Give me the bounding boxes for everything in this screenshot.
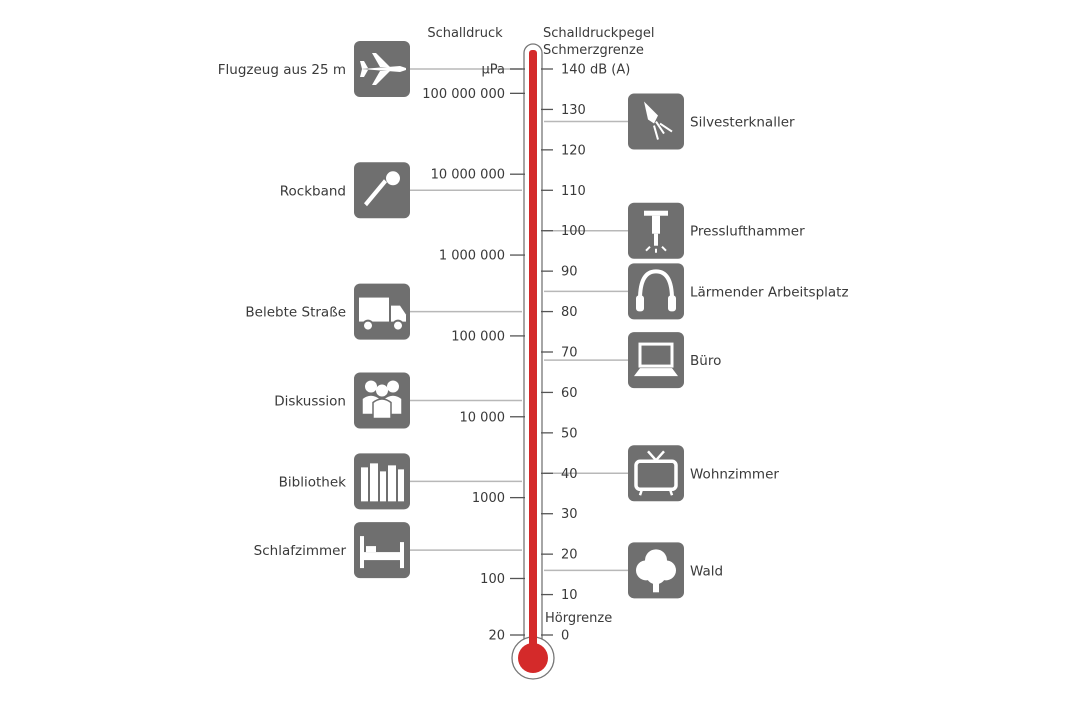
right-tick-label: 20	[561, 548, 578, 563]
right-tick-label: 10	[561, 588, 578, 603]
thermometer-mercury	[529, 50, 537, 650]
right-source-label: Presslufthammer	[690, 224, 805, 240]
bed-icon	[354, 522, 410, 579]
right-tick-label: 80	[561, 305, 578, 320]
right-source-label: Wohnzimmer	[690, 466, 779, 482]
left-source-label: Schlafzimmer	[254, 543, 347, 559]
right-source-label: Wald	[690, 563, 723, 579]
left-scale-header: Schalldruck	[427, 26, 503, 41]
right-scale: 140 dB (A)130120110100908070605040302010…	[541, 63, 630, 644]
left-source-label: Flugzeug aus 25 m	[218, 62, 346, 78]
right-tick-label: 100	[561, 224, 586, 239]
right-tick-label: 50	[561, 426, 578, 441]
left-source-label: Diskussion	[274, 394, 346, 410]
left-tick-label: 100 000	[451, 329, 505, 344]
thermometer-bulb	[518, 643, 548, 673]
headphones-icon	[628, 263, 684, 320]
left-source-label: Belebte Straße	[245, 305, 346, 321]
right-tick-label: 90	[561, 265, 578, 280]
left-tick-label: 1000	[472, 491, 505, 506]
left-tick-label: 100 000 000	[422, 87, 505, 102]
left-tick-label: 10 000 000	[431, 168, 505, 183]
people-icon	[354, 372, 410, 429]
microphone-icon	[354, 162, 410, 219]
right-tick-label: 60	[561, 386, 578, 401]
left-tick-label: 10 000	[460, 410, 506, 425]
right-tick-label: 140 dB (A)	[561, 63, 630, 78]
left-tick-label: 100	[480, 572, 505, 587]
right-scale-header: Schalldruckpegel	[543, 26, 654, 41]
hearing-threshold-label: Hörgrenze	[545, 611, 612, 626]
books-icon	[354, 453, 410, 510]
right-tick-label: 120	[561, 143, 586, 158]
left-source-label: Rockband	[280, 183, 346, 199]
tree-icon	[628, 542, 684, 599]
airplane-icon	[354, 41, 410, 97]
jackhammer-icon	[628, 202, 684, 259]
right-source-label: Büro	[690, 353, 721, 369]
right-tick-label: 110	[561, 184, 586, 199]
firework-icon	[628, 93, 684, 150]
right-tick-label: 0	[561, 629, 569, 644]
right-tick-label: 70	[561, 346, 578, 361]
tv-icon	[628, 445, 684, 502]
pain-threshold-label: Schmerzgrenze	[543, 43, 644, 58]
right-tick-label: 30	[561, 507, 578, 522]
right-source-label: Lärmender Arbeitsplatz	[690, 284, 849, 300]
left-tick-label: 20	[488, 629, 505, 644]
right-tick-label: 40	[561, 467, 578, 482]
left-scale: µPa 100 000 000 10 000 000 1 000 000 100 000…	[422, 63, 525, 644]
right-source-label: Silvesterknaller	[690, 115, 795, 131]
laptop-icon	[628, 332, 684, 389]
truck-icon	[354, 283, 410, 340]
left-tick-label: µPa	[482, 63, 506, 78]
connector-lines	[410, 68, 628, 572]
left-source-label: Bibliothek	[279, 474, 346, 490]
right-tick-label: 130	[561, 103, 586, 118]
thermometer	[511, 43, 555, 680]
left-tick-label: 1 000 000	[439, 249, 505, 264]
